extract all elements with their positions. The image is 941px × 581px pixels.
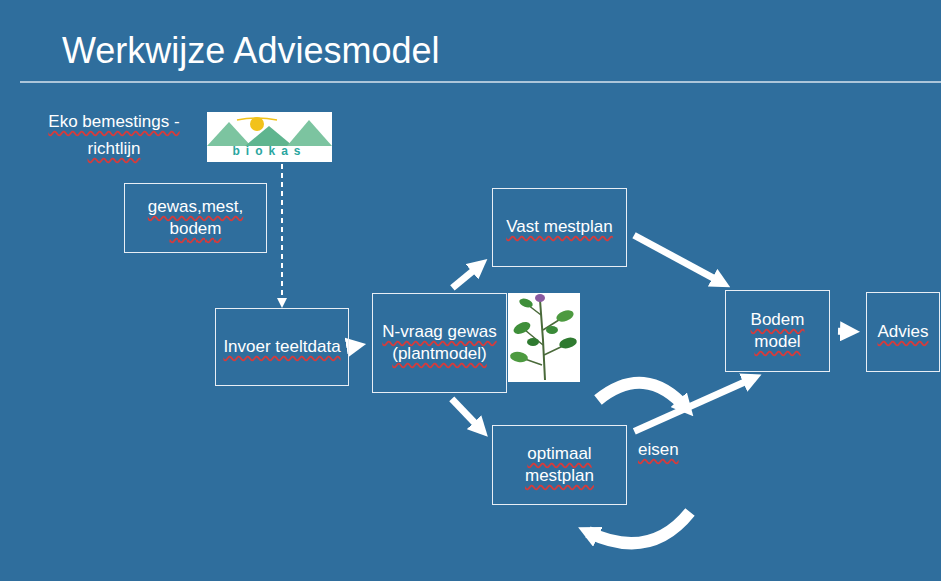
logo-text: biokas: [232, 144, 306, 160]
plant-picture: [508, 293, 580, 382]
process-box: Vast mestplan: [492, 188, 627, 267]
node-text: N-vraag gewas (plantmodel): [379, 321, 500, 365]
process-box: Invoer teeltdata: [215, 308, 349, 386]
flow-arrow: [634, 378, 754, 432]
flow-arrow: [838, 328, 852, 335]
node-text: Invoer teeltdata: [223, 336, 340, 358]
node-text: Vast mestplan: [506, 216, 612, 238]
free-label: eisen: [638, 440, 679, 460]
input-box: gewas,mest, bodem: [124, 183, 267, 253]
logo-box: Eko bemestings -richtlijnbiokas: [207, 112, 332, 162]
node-text: optimaal mestplan: [499, 443, 620, 487]
flow-arrow: [452, 264, 481, 288]
flow-arrow: [357, 342, 358, 349]
cycle-arrows: [588, 383, 690, 543]
dashed-arrow: [281, 164, 283, 304]
flow-arrow: [634, 235, 723, 283]
node-text: Bodem model: [732, 309, 823, 353]
flow-arrow: [452, 399, 483, 431]
node-heading: Eko bemestings -richtlijn: [25, 108, 203, 162]
node-text: gewas,mest, bodem: [131, 196, 260, 240]
output-box: Advies: [866, 292, 940, 372]
title-rule: [20, 81, 941, 83]
process-box: optimaal mestplan: [492, 425, 627, 505]
process-box: Bodem model: [725, 290, 830, 372]
diagram-title: Werkwijze Adviesmodel: [62, 30, 439, 72]
process-box: N-vraag gewas (plantmodel): [372, 293, 507, 393]
node-text: Advies: [877, 321, 928, 343]
